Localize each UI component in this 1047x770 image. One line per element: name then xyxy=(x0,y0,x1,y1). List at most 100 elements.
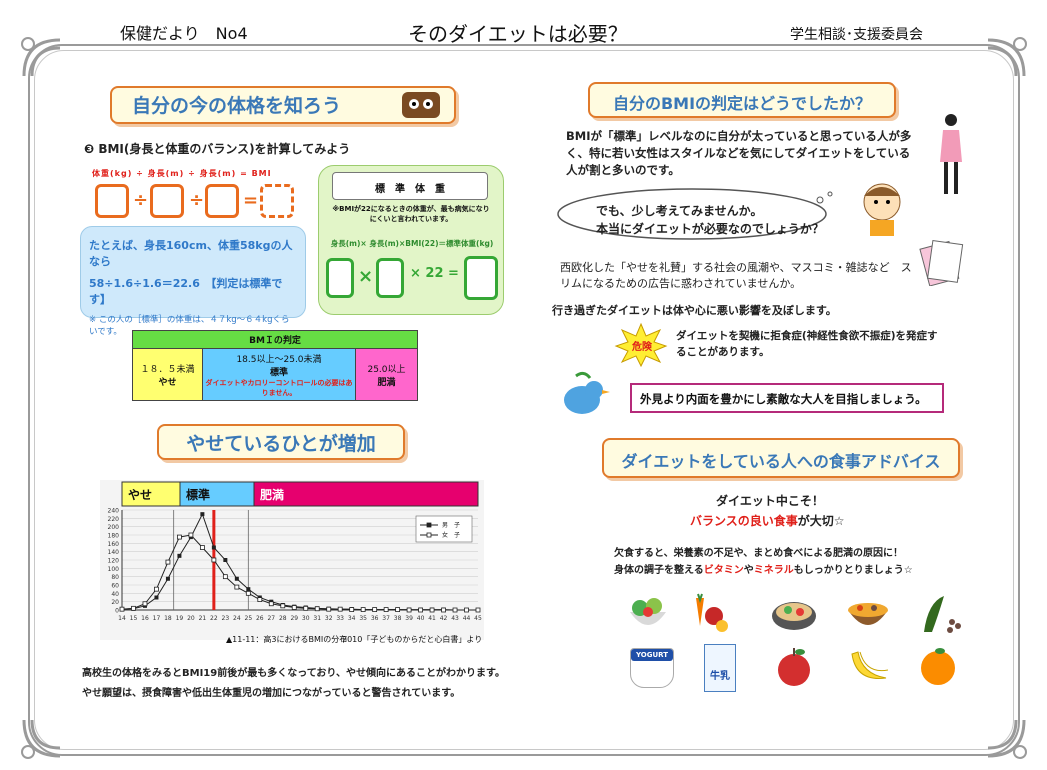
bmi-distribution-chart: やせ標準肥満 020406080100120140160180200220240… xyxy=(100,480,484,640)
page-title: そのダイエットは必要？ xyxy=(408,22,628,46)
yogurt-icon: YOGURT xyxy=(630,648,674,688)
data-point-girls xyxy=(372,607,378,612)
orange-icon xyxy=(921,648,955,685)
thinking-boy-icon xyxy=(863,183,901,236)
y-tick-label: 200 xyxy=(108,524,120,531)
section-title-body-size: 自分の今の体格を知ろう xyxy=(110,86,456,124)
x-tick-label: 20 xyxy=(187,615,195,622)
paragraph-bad-effects: 行き過ぎたダイエットは体や心に悪い影響を及ぼします。 xyxy=(552,304,837,317)
data-point-girls xyxy=(234,584,240,590)
summary-line2: やせ願望は、摂食障害や低出生体重児の増加につながっていると警告されています。 xyxy=(82,688,461,699)
x-tick-label: 28 xyxy=(279,615,287,622)
section-title-text: 自分のBMIの判定はどうでしたか？ xyxy=(612,94,872,113)
data-point-girls xyxy=(291,605,297,610)
data-point-boys xyxy=(211,545,216,550)
height-input-box[interactable] xyxy=(150,184,184,218)
x-tick-label: 31 xyxy=(313,615,321,622)
publisher: 学生相談･支援委員会 xyxy=(790,27,923,43)
bmi-band-2 xyxy=(253,481,479,507)
x-tick-label: 21 xyxy=(199,615,207,622)
paragraph-media-influence: 西欧化した「やせを礼賛」する社会の風潮や、マスコミ・雑誌など スリムになるための… xyxy=(560,261,912,290)
corner-ornament-icon xyxy=(21,719,61,759)
y-tick-label: 100 xyxy=(108,566,120,573)
salad-icon xyxy=(630,598,666,625)
y-tick-label: 180 xyxy=(108,533,120,540)
data-point-boys xyxy=(234,576,239,581)
data-point-girls xyxy=(188,532,194,538)
y-tick-label: 240 xyxy=(108,508,120,515)
x-tick-label: 33 xyxy=(336,615,344,622)
x-tick-label: 37 xyxy=(382,615,390,622)
bmi-judgement-table: BMＩの判定 １８．５未満やせ 18.5以上～25.0未満標準ダイエットやカロリ… xyxy=(132,330,418,401)
data-point-girls xyxy=(452,607,458,613)
section-title-bmi-result: 自分のBMIの判定はどうでしたか？ xyxy=(588,82,896,118)
example-line1: たとえば、身長160cm、体重58kgの人なら xyxy=(89,239,293,268)
legend-box xyxy=(415,515,473,543)
y-tick-label: 220 xyxy=(108,516,120,523)
data-point-boys xyxy=(165,576,170,581)
hot-pot-icon xyxy=(772,602,816,630)
data-point-girls xyxy=(257,597,263,602)
newsletter-issue: 保健だより No4 xyxy=(120,24,248,43)
bmi-lead: ❸ BMI(身長と体重のバランス)を計算してみよう xyxy=(84,142,351,156)
x-tick-label: 27 xyxy=(267,615,275,622)
bmi-result-box[interactable] xyxy=(260,184,294,218)
x-tick-label: 42 xyxy=(440,615,448,622)
data-point-girls xyxy=(441,607,446,613)
data-point-girls xyxy=(303,605,309,611)
data-point-girls xyxy=(142,601,148,607)
bluebird-icon xyxy=(564,371,610,414)
data-point-boys xyxy=(177,553,182,558)
standard-weight-result-box[interactable] xyxy=(464,256,498,300)
weight-input-box[interactable] xyxy=(95,184,129,218)
thought-cloud-icon xyxy=(557,188,833,240)
legend-marker xyxy=(426,532,432,538)
y-tick-label: 20 xyxy=(111,599,119,606)
formula-labels: 体重(kg) ÷ 身長(m) ÷ 身長(m) = BMI xyxy=(92,169,272,178)
advice-line2: バランスの良い食事が大切☆ xyxy=(690,514,845,528)
data-point-girls xyxy=(314,606,320,612)
height-box-green[interactable] xyxy=(326,258,354,298)
height-box-green-2[interactable] xyxy=(376,258,404,298)
bmi-band-label: やせ xyxy=(128,488,152,502)
data-point-boys xyxy=(246,587,251,592)
data-point-girls xyxy=(326,606,332,612)
x-tick-label: 41 xyxy=(428,615,436,622)
advice-line1: ダイエット中こそ！ xyxy=(716,494,824,508)
bmi-band-1 xyxy=(179,481,255,507)
paragraph-standard-but-fat: BMIが「標準」レベルなのに自分が太っていると思っている人が多く、特に若い女性は… xyxy=(566,129,912,177)
section-title-text: やせているひとが増加 xyxy=(186,433,376,455)
y-tick-label: 120 xyxy=(108,558,120,565)
summary-line1: 高校生の体格をみるとBMI19前後が最も多くなっており、やせ傾向にあることがわか… xyxy=(82,668,506,679)
advice-line3: 欠食すると、栄養素の不足や、まとめ食べによる肥満の原因に！ xyxy=(614,548,903,559)
data-point-girls xyxy=(475,607,481,613)
x-tick-label: 32 xyxy=(325,615,333,622)
y-tick-label: 80 xyxy=(111,574,119,581)
legend-label: 男 子 xyxy=(442,522,460,529)
data-point-girls xyxy=(418,607,423,613)
data-point-girls xyxy=(154,586,159,592)
standard-weight-formula: 身長(m)× 身長(m)×BMI(22)＝標準体重(kg) xyxy=(330,239,494,248)
example-line3: ※ この人の［標準］の体重は、４７kg～６４kgくらいです。 xyxy=(89,315,290,337)
data-point-boys xyxy=(223,558,228,562)
x-tick-label: 39 xyxy=(405,615,413,622)
danger-label: 危険 xyxy=(632,342,652,353)
standard-weight-note: ※BMIが22になるときの体重が、最も病気になりにくいと言われています。 xyxy=(332,205,490,223)
bmi-table-header: BMＩの判定 xyxy=(132,330,418,349)
data-point-girls xyxy=(245,590,251,596)
equals-sign: = xyxy=(243,190,259,211)
x-tick-label: 36 xyxy=(371,615,379,622)
legend-marker xyxy=(426,522,432,528)
data-point-girls xyxy=(199,545,205,550)
section-title-text: 自分の今の体格を知ろう xyxy=(132,95,342,117)
ornamental-frame-inner xyxy=(34,50,1014,750)
height-input-box-2[interactable] xyxy=(205,184,239,218)
stew-bowl-icon xyxy=(848,603,888,625)
cloud-line1: でも、少し考えてみませんか。 xyxy=(596,204,763,218)
inner-beauty-text: 外見より内面を豊かにし素敵な大人を目指しましょう。 xyxy=(640,392,927,406)
x-tick-label: 15 xyxy=(130,615,138,622)
bmi-band-label: 標準 xyxy=(186,487,210,502)
milk-label: 牛乳 xyxy=(710,671,730,682)
x-tick-label: 18 xyxy=(164,615,172,622)
data-point-girls xyxy=(280,603,286,609)
